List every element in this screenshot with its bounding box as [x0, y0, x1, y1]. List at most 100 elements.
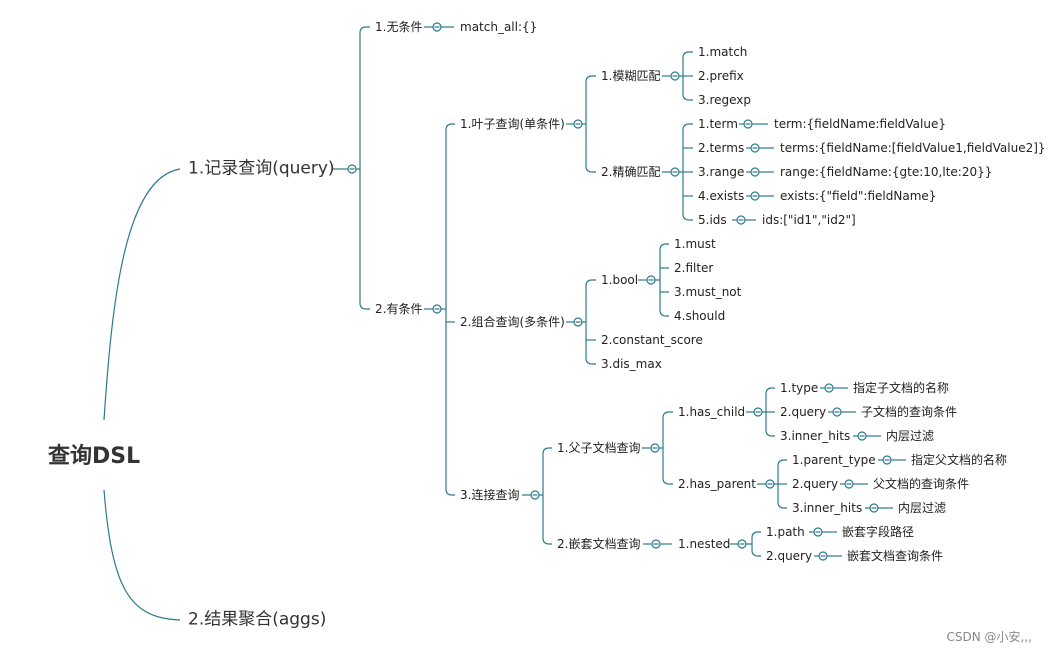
node-hc-inner-hits[interactable]: 3.inner_hits [780, 429, 851, 443]
node-exists[interactable]: 4.exists [698, 189, 745, 203]
bracket-arm [585, 165, 596, 173]
bracket-arm [585, 357, 596, 365]
node-dis-max[interactable]: 3.dis_max [601, 357, 662, 371]
node-exact[interactable]: 2.精确匹配 [601, 165, 661, 179]
collapse-toggle-icon[interactable] [753, 407, 763, 417]
node-bool[interactable]: 1.bool [601, 273, 639, 287]
collapse-toggle-icon[interactable] [646, 275, 656, 285]
root-node[interactable]: 查询DSL [48, 444, 141, 469]
node-range[interactable]: 3.range [698, 165, 745, 179]
node-terms[interactable]: 2.terms [698, 141, 745, 155]
bracket-arm [445, 488, 455, 496]
collapse-toggle-icon[interactable] [750, 143, 760, 153]
node-compound-query[interactable]: 2.组合查询(多条件) [460, 315, 565, 329]
node-nested-query[interactable]: 2.query [766, 549, 813, 563]
collapse-toggle-icon[interactable] [765, 479, 775, 489]
node-hc-query-value[interactable]: 子文档的查询条件 [861, 405, 958, 419]
node-nested[interactable]: 1.nested [678, 537, 731, 551]
node-match-all[interactable]: match_all:{} [460, 20, 538, 34]
node-ids[interactable]: 5.ids [698, 213, 727, 227]
collapse-toggle-icon[interactable] [813, 527, 823, 537]
node-nested-path[interactable]: 1.path [766, 525, 805, 539]
bracket-arm [662, 411, 673, 419]
node-must[interactable]: 1.must [674, 237, 716, 251]
node-hc-type[interactable]: 1.type [780, 381, 819, 395]
node-ids-value[interactable]: ids:["id1","id2"] [762, 213, 856, 227]
node-hp-parent-type[interactable]: 1.parent_type [792, 453, 876, 467]
bracket-arm [445, 123, 455, 131]
collapse-toggle-icon[interactable] [750, 191, 760, 201]
collapse-toggle-icon[interactable] [857, 431, 867, 441]
collapse-toggle-icon[interactable] [530, 490, 540, 500]
node-range-value[interactable]: range:{fieldName:{gte:10,lte:20}} [780, 165, 993, 179]
node-nested-doc[interactable]: 2.嵌套文档查询 [557, 537, 641, 551]
bracket-arm [662, 477, 673, 485]
node-has-parent[interactable]: 2.has_parent [678, 477, 756, 491]
node-constant-score[interactable]: 2.constant_score [601, 333, 703, 347]
bracket-arm [585, 279, 596, 287]
collapse-toggle-icon[interactable] [573, 119, 583, 129]
node-no-condition[interactable]: 1.无条件 [375, 20, 423, 34]
node-nested-path-value[interactable]: 嵌套字段路径 [842, 525, 915, 539]
collapse-toggle-icon[interactable] [737, 539, 747, 549]
node-fuzzy-match[interactable]: 1.match [698, 45, 748, 59]
node-leaf-query[interactable]: 1.叶子查询(单条件) [460, 117, 565, 131]
node-term-value[interactable]: term:{fieldName:fieldValue} [774, 117, 946, 131]
node-terms-value[interactable]: terms:{fieldName:[fieldValue1,fieldValue… [780, 141, 1046, 155]
bracket-arm [751, 531, 761, 539]
node-query[interactable]: 1.记录查询(query) [188, 158, 335, 179]
bracket-arm [682, 93, 693, 101]
root-curve-aggs [103, 489, 181, 621]
node-hp-inner-hits-value[interactable]: 内层过滤 [898, 501, 947, 515]
node-parent-child[interactable]: 1.父子文档查询 [557, 441, 641, 455]
root-curve-query [103, 168, 181, 421]
node-fuzzy[interactable]: 1.模糊匹配 [601, 69, 661, 83]
collapse-toggle-icon[interactable] [432, 22, 442, 32]
node-hp-query-value[interactable]: 父文档的查询条件 [873, 477, 970, 491]
node-fuzzy-regexp[interactable]: 3.regexp [698, 93, 752, 107]
bracket-arm [682, 51, 693, 59]
bracket-arm [359, 302, 370, 310]
node-has-child[interactable]: 1.has_child [678, 405, 746, 419]
node-hc-type-value[interactable]: 指定子文档的名称 [853, 381, 950, 395]
bracket-arm [765, 429, 775, 437]
node-term[interactable]: 1.term [698, 117, 738, 131]
collapse-toggle-icon[interactable] [743, 119, 753, 129]
collapse-toggle-icon[interactable] [670, 167, 680, 177]
node-hp-parent-type-value[interactable]: 指定父文档的名称 [911, 453, 1008, 467]
collapse-toggle-icon[interactable] [573, 317, 583, 327]
node-aggs[interactable]: 2.结果聚合(aggs) [188, 609, 327, 630]
collapse-toggle-icon[interactable] [869, 503, 879, 513]
collapse-toggle-icon[interactable] [832, 407, 842, 417]
collapse-toggle-icon[interactable] [650, 443, 660, 453]
collapse-toggle-icon[interactable] [750, 167, 760, 177]
node-nested-query-value[interactable]: 嵌套文档查询条件 [847, 549, 944, 563]
collapse-toggle-icon[interactable] [824, 383, 834, 393]
collapse-toggle-icon[interactable] [844, 479, 854, 489]
collapse-toggle-icon[interactable] [670, 71, 680, 81]
collapse-toggle-icon[interactable] [736, 215, 746, 225]
node-join-query[interactable]: 3.连接查询 [460, 488, 520, 502]
bracket-arm [542, 447, 552, 455]
collapse-toggle-icon[interactable] [818, 551, 828, 561]
collapse-toggle-icon[interactable] [651, 539, 661, 549]
node-hp-inner-hits[interactable]: 3.inner_hits [792, 501, 863, 515]
node-hc-inner-hits-value[interactable]: 内层过滤 [886, 429, 935, 443]
collapse-toggle-icon[interactable] [347, 164, 357, 174]
node-should[interactable]: 4.should [674, 309, 726, 323]
watermark: CSDN @小安,,, [946, 630, 1032, 644]
node-with-condition[interactable]: 2.有条件 [375, 302, 423, 316]
node-exists-value[interactable]: exists:{"field":fieldName} [780, 189, 937, 203]
bracket-arm [542, 537, 552, 545]
node-filter[interactable]: 2.filter [674, 261, 714, 275]
node-hc-query[interactable]: 2.query [780, 405, 827, 419]
bracket-arm [585, 75, 596, 83]
bracket-arm [682, 213, 693, 221]
node-fuzzy-prefix[interactable]: 2.prefix [698, 69, 744, 83]
collapse-toggle-icon[interactable] [432, 304, 442, 314]
node-hp-query[interactable]: 2.query [792, 477, 839, 491]
node-must-not[interactable]: 3.must_not [674, 285, 742, 299]
collapse-toggle-icon[interactable] [882, 455, 892, 465]
